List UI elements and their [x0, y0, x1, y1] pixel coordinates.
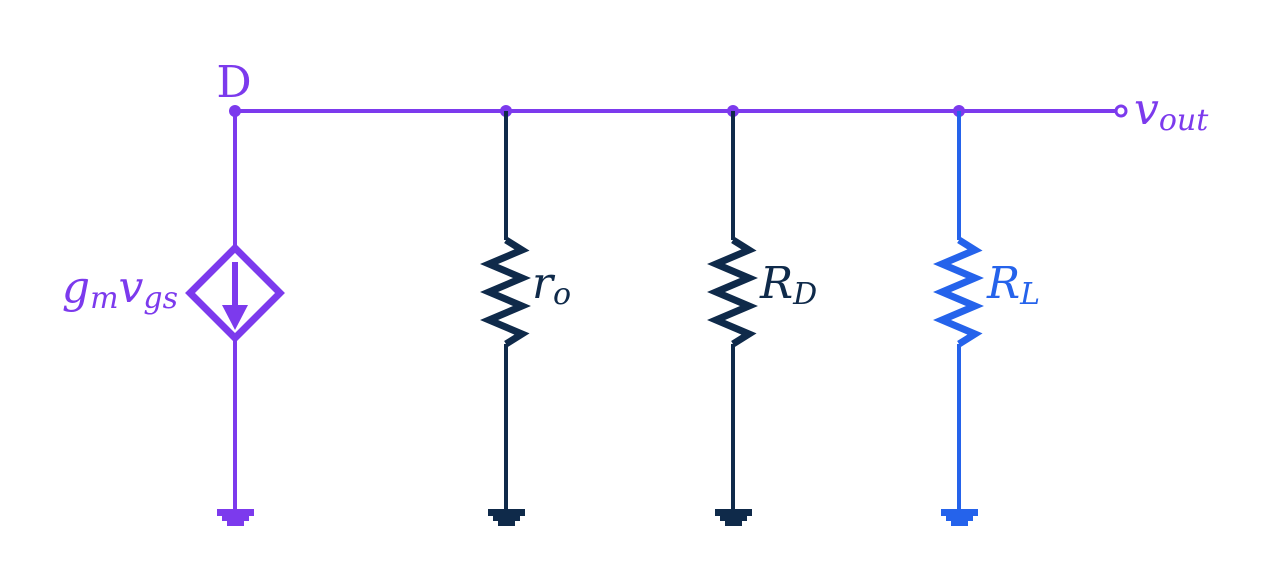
resistor-rl-label: RL — [986, 258, 1040, 312]
output-terminal — [1114, 104, 1128, 118]
resistor-rl-zigzag — [933, 237, 984, 347]
output-label-sub: out — [1159, 103, 1209, 138]
resistor-ro-label: ro — [532, 258, 571, 312]
output-label-main: v — [1134, 84, 1159, 135]
ground-icon — [217, 509, 254, 526]
dependent-current-source-icon — [185, 243, 285, 343]
resistor-rd-zigzag — [707, 237, 758, 347]
resistor-rd-branch: RD — [707, 111, 817, 526]
resistor-rl-branch: RL — [933, 111, 1040, 526]
drain-label: D — [216, 57, 251, 108]
resistor-ro-branch: ro — [480, 111, 571, 526]
source-label: gmvgs — [62, 262, 178, 316]
dependent-current-source-branch: gmvgs — [62, 111, 285, 526]
ground-icon — [941, 509, 978, 526]
source-arrow-head — [222, 305, 248, 330]
ground-icon — [715, 509, 752, 526]
output-label: vout — [1134, 84, 1209, 138]
resistor-ro-zigzag — [480, 237, 531, 347]
resistor-rd-label: RD — [759, 258, 817, 312]
ground-icon — [488, 509, 525, 526]
